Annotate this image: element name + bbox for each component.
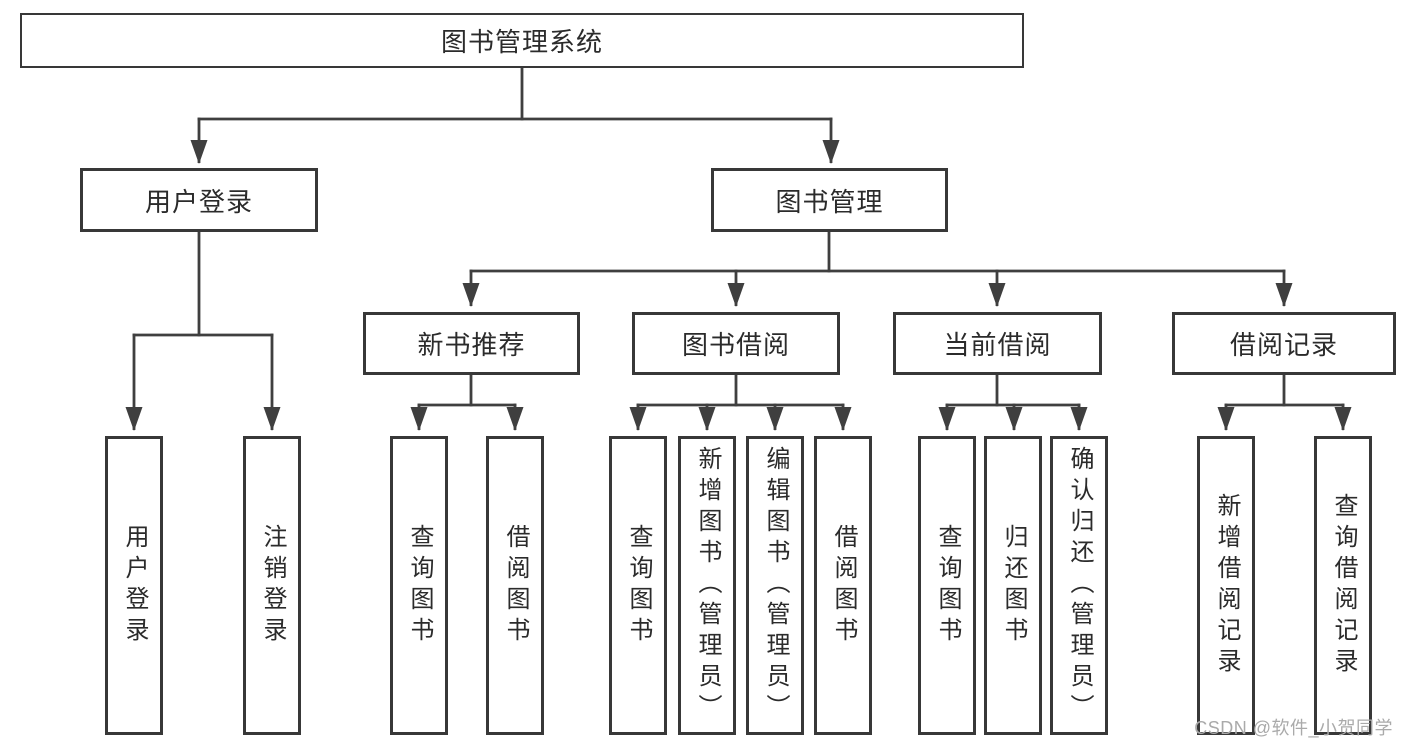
leaf-edit-book-admin: 编辑图书（管理员） <box>746 436 804 735</box>
node-label: 查询图书 <box>406 523 433 648</box>
leaf-borrow-books-2: 借阅图书 <box>814 436 872 735</box>
watermark: CSDN @软件_小贺同学 <box>1194 718 1393 738</box>
leaf-add-borrow-record: 新增借阅记录 <box>1197 436 1255 735</box>
node-label: 查询图书 <box>625 523 652 648</box>
node-user-login: 用户登录 <box>80 168 318 232</box>
leaf-confirm-return-admin: 确认归还（管理员） <box>1050 436 1108 735</box>
leaf-query-borrow-record: 查询借阅记录 <box>1314 436 1372 735</box>
node-label: 归还图书 <box>1000 523 1027 648</box>
node-new-book-recommendation: 新书推荐 <box>363 312 580 375</box>
node-label: 图书管理 <box>775 186 884 217</box>
node-label: 注销登录 <box>259 523 286 648</box>
node-borrowing-records: 借阅记录 <box>1172 312 1396 375</box>
node-label: 借阅图书 <box>502 523 529 648</box>
leaf-query-books-3: 查询图书 <box>918 436 976 735</box>
node-label: 新书推荐 <box>417 330 526 360</box>
leaf-query-books-1: 查询图书 <box>390 436 448 735</box>
node-label: 借阅图书 <box>830 523 857 648</box>
node-label: 查询图书 <box>934 523 961 648</box>
leaf-query-books-2: 查询图书 <box>609 436 667 735</box>
node-label: 确认归还（管理员） <box>1066 446 1093 725</box>
leaf-return-book: 归还图书 <box>984 436 1042 735</box>
node-current-borrowing: 当前借阅 <box>893 312 1102 375</box>
node-label: 新增借阅记录 <box>1213 492 1240 679</box>
node-label: 图书管理系统 <box>440 27 603 57</box>
node-label: 用户登录 <box>121 523 148 648</box>
leaf-borrow-books-1: 借阅图书 <box>486 436 544 735</box>
node-library-management-system: 图书管理系统 <box>20 13 1024 68</box>
leaf-user-login: 用户登录 <box>105 436 163 735</box>
node-label: 借阅记录 <box>1229 330 1338 360</box>
node-label: 新增图书（管理员） <box>694 446 721 725</box>
leaf-logout: 注销登录 <box>243 436 301 735</box>
node-label: 编辑图书（管理员） <box>762 446 789 725</box>
node-label: 用户登录 <box>144 186 253 217</box>
node-label: 当前借阅 <box>943 330 1052 360</box>
node-label: 图书借阅 <box>681 330 790 360</box>
leaf-add-book-admin: 新增图书（管理员） <box>678 436 736 735</box>
node-book-management: 图书管理 <box>711 168 948 232</box>
node-book-borrowing: 图书借阅 <box>632 312 840 375</box>
node-label: 查询借阅记录 <box>1330 492 1357 679</box>
